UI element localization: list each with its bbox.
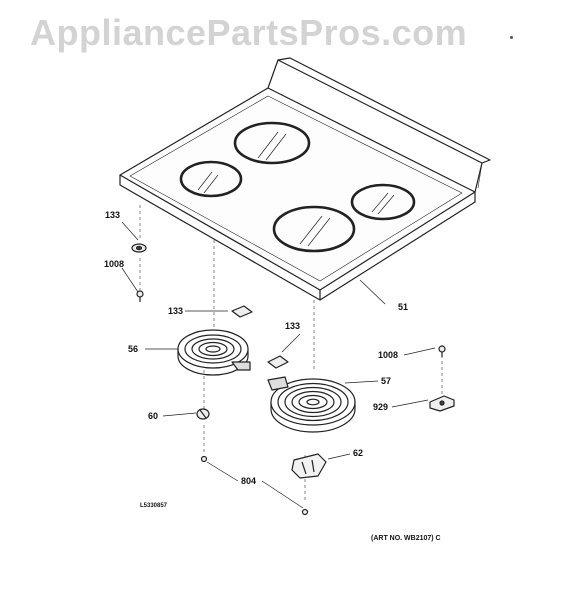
- callout-60: 60: [148, 411, 159, 421]
- part-133-pad-mid: [231, 305, 253, 318]
- part-60-clip: [196, 408, 210, 420]
- watermark-text: AppliancePartsPros.com: [30, 12, 468, 53]
- watermark-dot: [510, 36, 513, 39]
- callout-929: 929: [373, 402, 389, 412]
- part-56-heating-element: [177, 329, 251, 376]
- callout-1008-left: 1008: [104, 259, 125, 269]
- art-number: (ART NO. WB2107) C: [371, 535, 441, 542]
- glass-glare: [197, 131, 395, 247]
- callout-56: 56: [128, 344, 139, 354]
- callout-51: 51: [398, 302, 409, 312]
- callout-804: 804: [241, 476, 257, 486]
- callout-133-mid: 133: [168, 306, 184, 316]
- part-62-bracket: [291, 453, 327, 479]
- part-133-grommet: [131, 243, 147, 253]
- callout-62: 62: [353, 448, 364, 458]
- part-804-screws: [200, 455, 309, 516]
- callout-133-right: 133: [285, 321, 301, 331]
- part-929-bracket: [429, 395, 455, 412]
- part-57-heating-element: [267, 376, 356, 433]
- callout-57: 57: [381, 376, 392, 386]
- callout-133-left: 133: [105, 210, 121, 220]
- diagram-code: L5330857: [140, 503, 168, 509]
- callout-1008-right: 1008: [378, 350, 399, 360]
- leader-lines: [121, 221, 436, 509]
- part-133-pad-right: [267, 355, 289, 369]
- part-1008-screw-left: [136, 290, 144, 302]
- cooktop-glass-panel: [119, 57, 491, 301]
- part-1008-screw-right: [438, 345, 446, 357]
- burner-rings: [179, 121, 416, 253]
